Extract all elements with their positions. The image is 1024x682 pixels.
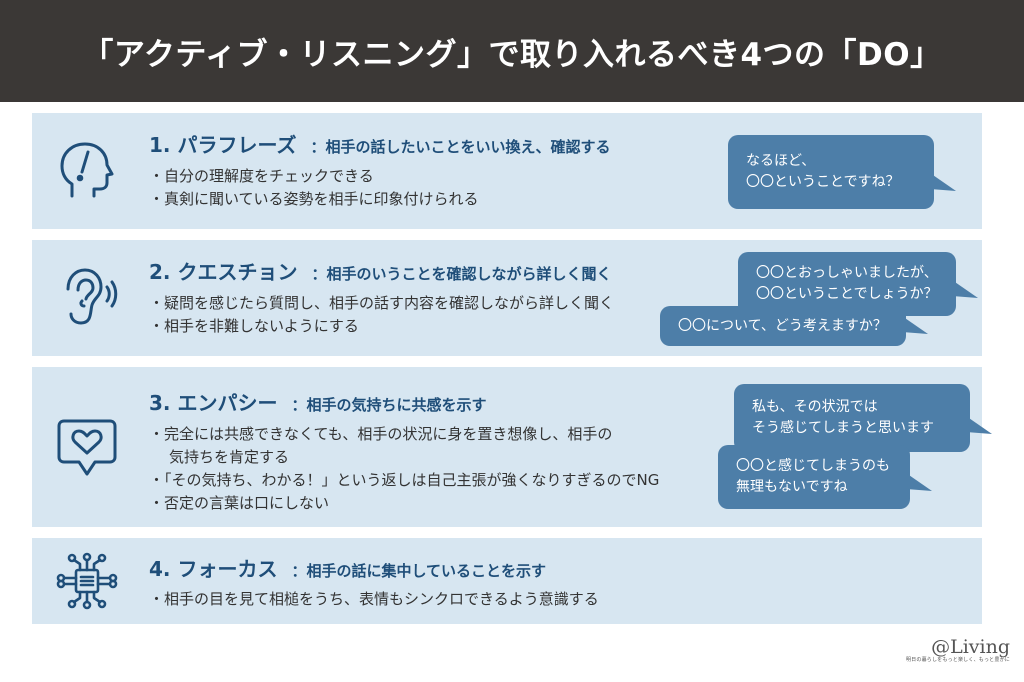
bullet-item: ・自分の理解度をチェックできる: [149, 167, 374, 185]
bubble-tail: [952, 279, 978, 309]
speech-bubble: なるほど、 〇〇ということですね？: [728, 135, 956, 209]
bullet-item: ・相手を非難しないようにする: [149, 317, 359, 335]
card-empathy: 3. エンパシー ：相手の気持ちに共感を示す ・完全には共感できなくても、相手の状…: [32, 367, 992, 527]
bubble-tail: [966, 415, 992, 445]
bubble-line: 〇〇とおっしゃいましたが、: [756, 265, 938, 281]
bullet-item: ・疑問を感じたら質問し、相手の話す内容を確認しながら詳しく聞く: [149, 294, 615, 312]
bullet-item: ・完全には共感できなくても、相手の状況に身を置き想像し、相手の 気持ちを肯定する: [149, 423, 659, 469]
item-desc: ：相手の話したいことをいい換え、確認する: [310, 138, 611, 156]
bullet-item: ・否定の言葉は口にしない: [149, 494, 330, 512]
item-title: 3. エンパシー ：相手の気持ちに共感を示す: [149, 387, 487, 416]
item-name: 2. クエスチョン: [149, 260, 298, 284]
speech-bubble: 〇〇と感じてしまうのも 無理もないですね: [718, 445, 932, 509]
bubble-tail: [902, 315, 928, 345]
bubble-line: 〇〇について、どう考えますか？: [678, 317, 887, 334]
bullet-item: ・相手の目を見て相槌をうち、表情もシンクロできるよう意識する: [149, 590, 599, 608]
item-name: 3. エンパシー: [149, 391, 278, 415]
focus-network-icon: [54, 548, 120, 614]
bullet-list: ・相手の目を見て相槌をうち、表情もシンクロできるよう意識する: [149, 588, 599, 611]
bubble-line: 〇〇ということですね？: [746, 174, 900, 190]
bubble-line: そう感じてしまうと思います: [752, 420, 934, 436]
bubble-line: 無理もないですね: [736, 479, 848, 495]
bullet-item: ・真剣に聞いている姿勢を相手に印象付けられる: [149, 190, 479, 208]
bubble-tail: [930, 172, 956, 202]
bullet-text: ・完全には共感できなくても、相手の状況に身を置き想像し、相手の: [149, 425, 613, 443]
item-title: 1. パラフレーズ ：相手の話したいことをいい換え、確認する: [149, 129, 611, 158]
item-title: 2. クエスチョン ：相手のいうことを確認しながら詳しく聞く: [149, 256, 612, 285]
bubble-line: 〇〇と感じてしまうのも: [736, 458, 890, 474]
head-exclamation-icon: [54, 138, 120, 204]
item-desc: ：相手の気持ちに共感を示す: [291, 396, 487, 414]
speech-bubble: 私も、その状況では そう感じてしまうと思います: [734, 384, 992, 452]
bubble-line: なるほど、: [746, 153, 816, 169]
item-desc: ：相手のいうことを確認しながら詳しく聞く: [311, 265, 612, 283]
bubble-line: 〇〇ということでしょうか？: [756, 286, 938, 302]
logo-text: @Living: [931, 636, 1010, 658]
bullet-list: ・自分の理解度をチェックできる ・真剣に聞いている姿勢を相手に印象付けられる: [149, 165, 479, 211]
bullet-item: ・「その気持ち、わかる！」という返しは自己主張が強くなりすぎるのでNG: [149, 471, 660, 489]
speech-bubble: 〇〇について、どう考えますか？: [660, 306, 928, 346]
item-desc: ：相手の話に集中していることを示す: [291, 562, 547, 580]
bubble-tail: [906, 472, 932, 502]
ear-sound-icon: [54, 265, 120, 331]
speech-bubble: 〇〇とおっしゃいましたが、 〇〇ということでしょうか？: [738, 252, 978, 316]
item-name: 1. パラフレーズ: [149, 133, 297, 157]
heart-speech-bubble-icon: [54, 415, 120, 481]
card-paraphrase: 1. パラフレーズ ：相手の話したいことをいい換え、確認する ・自分の理解度をチェ…: [32, 113, 982, 229]
item-name: 4. フォーカス: [149, 557, 278, 581]
living-logo: @Living 明日の暮らしをもっと楽しく、もっと豊かに: [906, 636, 1010, 663]
card-focus: 4. フォーカス ：相手の話に集中していることを示す ・相手の目を見て相槌をうち、…: [32, 538, 982, 624]
bubble-line: 私も、その状況では: [752, 399, 878, 415]
page-title: 「アクティブ・リスニング」で取り入れるべき4つの「DO」: [0, 0, 1024, 102]
bullet-list: ・完全には共感できなくても、相手の状況に身を置き想像し、相手の 気持ちを肯定する…: [149, 423, 659, 515]
logo-subtext: 明日の暮らしをもっと楽しく、もっと豊かに: [905, 657, 1010, 663]
item-title: 4. フォーカス ：相手の話に集中していることを示す: [149, 553, 546, 582]
bullet-text-continued: 気持ちを肯定する: [169, 448, 290, 466]
card-question: 2. クエスチョン ：相手のいうことを確認しながら詳しく聞く ・疑問を感じたら質問…: [32, 240, 982, 356]
bullet-list: ・疑問を感じたら質問し、相手の話す内容を確認しながら詳しく聞く ・相手を非難しな…: [149, 292, 614, 338]
